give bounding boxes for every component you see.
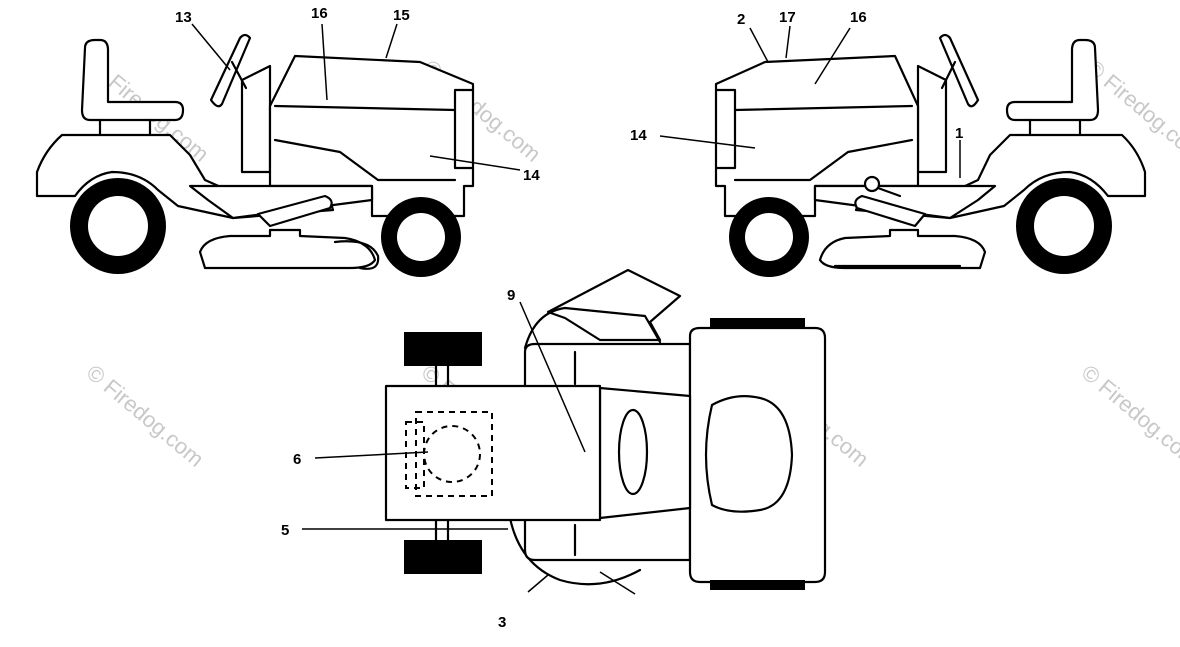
leader-line [321, 23, 328, 101]
leader-line [785, 25, 791, 59]
deck-outline-bottom [508, 516, 642, 586]
seat-post [98, 118, 152, 137]
leader-line [385, 23, 398, 59]
front-tire [710, 580, 805, 590]
hood-side-line [733, 138, 914, 182]
steering-shaft [230, 60, 248, 90]
deck-chute [333, 240, 380, 270]
hood-side-line [273, 138, 457, 182]
rear-wheel-hub [1034, 196, 1094, 256]
rear-fender [854, 133, 1147, 220]
leader-line [519, 301, 586, 453]
watermark: © Firedog.com [82, 360, 209, 472]
callout-14: 14 [523, 167, 540, 184]
decal-area [405, 421, 425, 489]
front-wheel-hub [397, 213, 445, 261]
rear-axle [434, 364, 450, 542]
steering-column [240, 64, 272, 174]
callout-15: 15 [393, 7, 410, 24]
mower-deck [818, 228, 987, 270]
rear-fender [35, 133, 335, 220]
right-callouts: 2 17 16 14 1 [630, 9, 963, 178]
leader-line [314, 451, 429, 459]
steering-wheel [209, 33, 252, 108]
decal-area [415, 411, 493, 497]
footrest [854, 194, 927, 228]
leader-line [527, 574, 549, 593]
control-knob [863, 175, 881, 193]
callout-9: 9 [507, 287, 515, 304]
decal-area-circle [423, 425, 481, 483]
callout-14: 14 [630, 127, 647, 144]
callout-16: 16 [311, 5, 328, 22]
footrest [256, 194, 333, 228]
hood-panel-lines [715, 88, 914, 170]
seat [1005, 38, 1100, 122]
steering-wheel [938, 33, 980, 108]
callout-2: 2 [737, 11, 745, 28]
left-callouts: 13 16 15 14 [175, 5, 540, 184]
tractor-top-view [384, 268, 827, 590]
tractor-left-side-view [35, 33, 475, 277]
leader-line [659, 135, 756, 149]
deck-outline-top [523, 306, 662, 350]
discharge-chute [546, 268, 682, 342]
steering-wheel-top [617, 408, 649, 496]
callout-17: 17 [779, 9, 796, 26]
callout-6: 6 [293, 451, 301, 468]
control-lever [876, 186, 902, 198]
rear-wheel-hub [88, 196, 148, 256]
mower-deck [198, 228, 377, 270]
callout-5: 5 [281, 522, 289, 539]
leader-line [191, 23, 231, 71]
rear-tire [404, 332, 482, 366]
callout-3: 3 [498, 614, 506, 631]
leader-line [749, 27, 769, 63]
leader-line [599, 571, 636, 595]
callout-13: 13 [175, 9, 192, 26]
front-wheel-hub [745, 213, 793, 261]
grille [704, 395, 794, 513]
callout-1: 1 [955, 125, 963, 142]
top-callouts: 9 6 5 3 [281, 287, 636, 631]
front-tire [710, 318, 805, 328]
leader-line [429, 155, 521, 171]
seat [80, 38, 185, 122]
tractor-right-side-view [714, 33, 1147, 277]
steering-column [916, 64, 948, 174]
watermark: © Firedog.com [1077, 360, 1180, 472]
callout-16: 16 [850, 9, 867, 26]
rear-tire [404, 540, 482, 574]
hood-panel-lines [273, 88, 474, 170]
leader-line [814, 27, 851, 85]
seat-post [1028, 118, 1082, 137]
steering-shaft [940, 60, 957, 90]
